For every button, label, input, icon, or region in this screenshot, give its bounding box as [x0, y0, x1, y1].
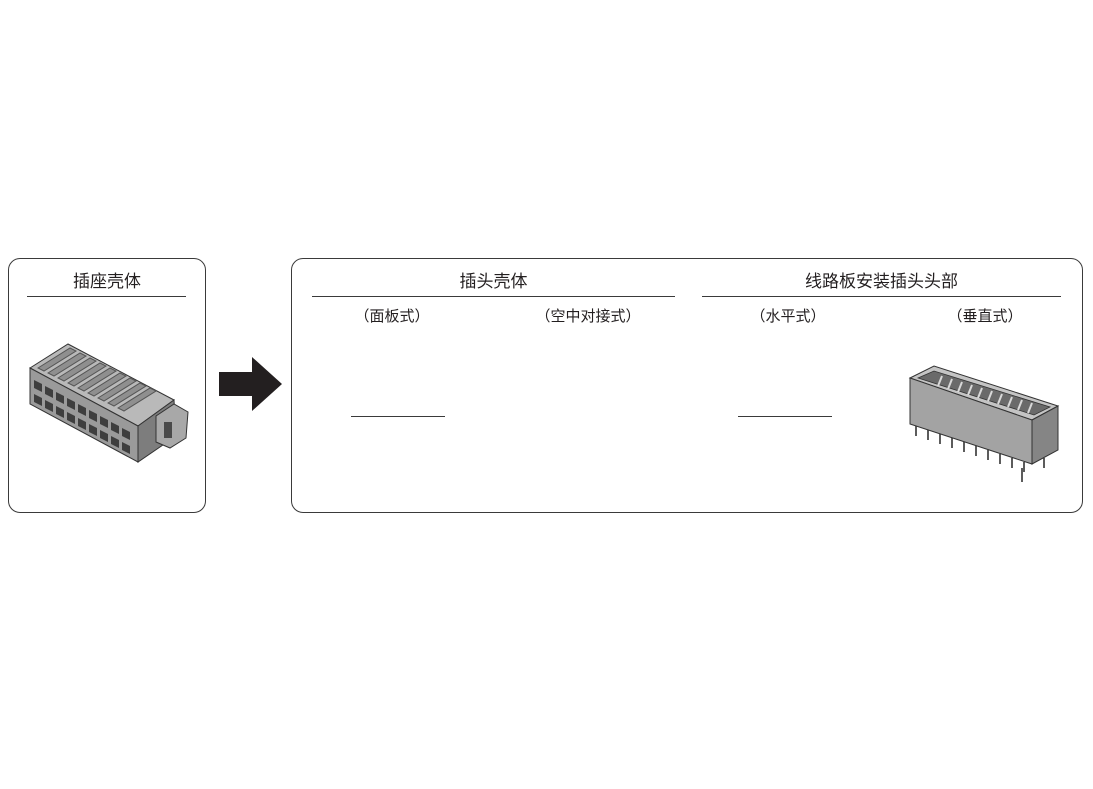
- board-header-title-rule: [702, 296, 1061, 297]
- receptacle-connector-icon: [29, 343, 189, 463]
- plug-cable-label: （空中对接式）: [535, 307, 641, 325]
- vertical-header-connector-icon: [908, 365, 1060, 482]
- right-arrow-icon: [219, 357, 282, 411]
- receptacle-title-rule: [27, 296, 186, 297]
- plug-panel-label: （面板式）: [354, 307, 430, 325]
- board-header-horizontal-image-placeholder: [738, 416, 832, 417]
- plug-panel-image-placeholder: [351, 416, 445, 417]
- receptacle-title: 插座壳体: [73, 272, 141, 292]
- plug-title: 插头壳体: [459, 272, 528, 292]
- board-header-horizontal-label: （水平式）: [750, 307, 826, 325]
- board-header-title: 线路板安装插头头部: [805, 272, 958, 292]
- board-header-vertical-label: （垂直式）: [947, 307, 1023, 325]
- plug-title-rule: [312, 296, 675, 297]
